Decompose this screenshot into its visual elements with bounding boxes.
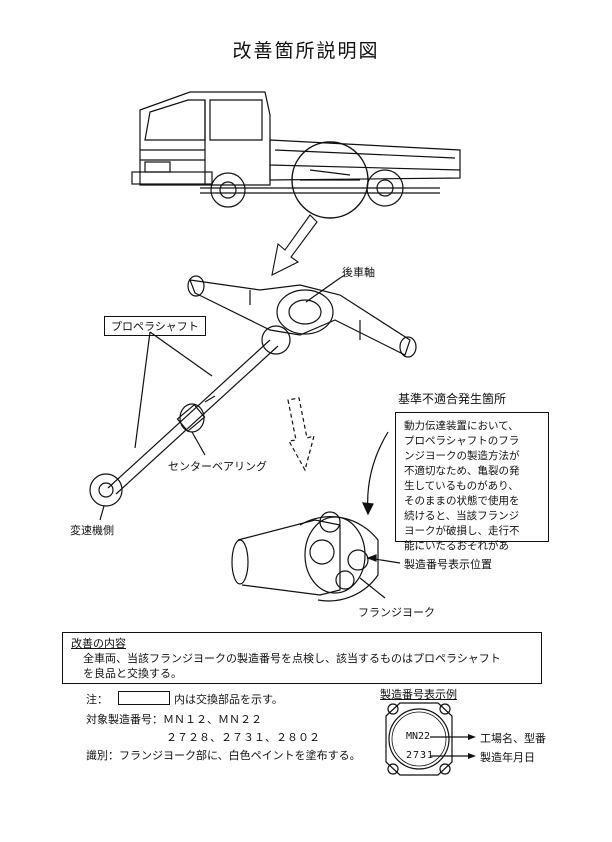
- center-bearing-label: センターベアリング: [168, 460, 267, 473]
- propeller-shaft-illustration: [89, 325, 291, 507]
- callout-line: 能にいたるおそれがあ: [404, 540, 509, 552]
- callout-line: 生しているものがあり、: [404, 480, 519, 492]
- rear-axle-label: 後車軸: [342, 266, 375, 279]
- callout-line: 続けると、当該フランジ: [404, 510, 520, 522]
- serial-example-title: 製造番号表示例: [380, 688, 457, 701]
- improvement-line: を良品と交換する。: [83, 667, 182, 680]
- improvement-line: 全車両、当該フランジヨークの製造番号を点検し、該当するものはプロペラシャフト: [83, 652, 501, 665]
- rear-axle-illustration: [187, 275, 417, 358]
- defect-callout: 動力伝達装置において、 プロペラシャフトのフラ ンジヨークの製造方法が 不適切な…: [395, 412, 549, 552]
- legend-box: [118, 691, 170, 705]
- serial-line-2: ２７２８、２７３１、２８０２: [166, 731, 320, 744]
- transmission-side-label: 変速機側: [70, 524, 114, 537]
- improvement-box: 改善の内容 全車両、当該フランジヨークの製造番号を点検し、該当するものはプロペラ…: [62, 632, 542, 684]
- callout-line: そのままの状態で使用を: [404, 495, 520, 507]
- improvement-title: 改善の内容: [71, 637, 126, 650]
- flange-yoke-illustration: [231, 511, 379, 602]
- legend-note: 注： 内は交換部品を示す。: [86, 690, 283, 710]
- page-title: 改善箇所説明図: [232, 40, 380, 62]
- callout-line: ヨークが破損し、走行不: [404, 525, 520, 537]
- note-label: 注：: [86, 693, 108, 706]
- serial-line-1: ＭＮ１２、ＭＮ２２: [163, 713, 262, 726]
- ident-label: 識別：: [86, 749, 119, 762]
- serial-code-2: 2731: [406, 750, 435, 761]
- note-text: 内は交換部品を示す。: [174, 693, 283, 706]
- callout-line: 不適切なため、亀裂の発: [404, 465, 520, 477]
- propeller-shaft-label: プロペラシャフト: [104, 316, 206, 336]
- callout-line: ンジヨークの製造方法が: [404, 450, 520, 462]
- serial-numbers: 対象製造番号：ＭＮ１２、ＭＮ２２: [86, 710, 262, 730]
- serial-meaning-1: 工場名、型番: [480, 732, 546, 745]
- truck-illustration: [131, 91, 461, 219]
- callout-line: 動力伝達装置において、: [404, 420, 519, 432]
- serial-meaning-2: 製造年月日: [480, 751, 535, 764]
- serial-position-label: 製造番号表示位置: [404, 558, 492, 571]
- callout-title: 基準不適合発生箇所: [398, 392, 507, 406]
- ident-text: フランジヨーク部に、白色ペイントを塗布する。: [119, 749, 361, 762]
- serial-example-illustration: [385, 702, 453, 776]
- serial-label: 対象製造番号：: [86, 713, 163, 726]
- callout-line: プロペラシャフトのフラ: [404, 435, 520, 447]
- identification-note: 識別：フランジヨーク部に、白色ペイントを塗布する。: [86, 746, 361, 766]
- serial-code-1: MN22: [406, 731, 431, 742]
- flange-yoke-label: フランジヨーク: [358, 606, 435, 619]
